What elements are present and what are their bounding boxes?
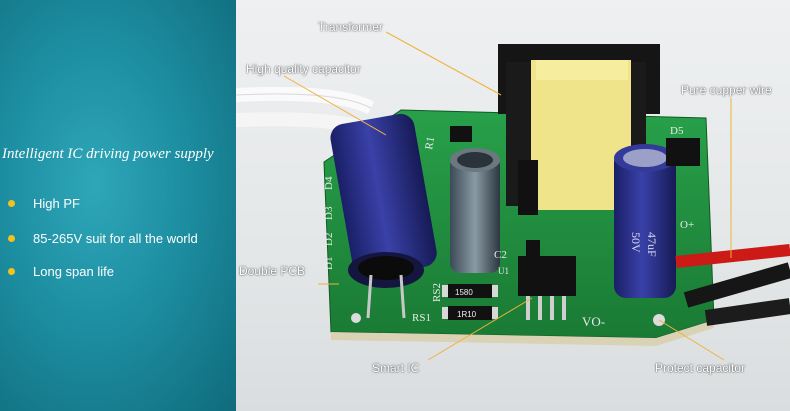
output-wire-black [704, 298, 790, 326]
silk-d1: D1 [323, 257, 335, 270]
callout-capacitor: High quality capacitor [246, 62, 361, 76]
callout-smart-ic: Smart IC [372, 361, 420, 375]
capacitor-rating: 50V [629, 232, 643, 253]
product-photo: D5 R1 D4 D3 D2 D1 C2 U1 RS2 RS1 VO- O+ 1… [236, 0, 790, 411]
resistor-code: 1R10 [457, 310, 477, 319]
resistor-code: 1580 [455, 288, 473, 297]
silk-d5: D5 [670, 125, 684, 137]
smd-resistor [448, 306, 492, 320]
leader-line [283, 75, 387, 136]
output-wire-red [675, 244, 790, 268]
electrolytic-capacitor-small [450, 148, 500, 273]
callout-pcb: Double PCB [239, 264, 306, 278]
silk-r1: R1 [423, 136, 437, 151]
feature-panel: Intelligent IC driving power supply High… [0, 0, 236, 411]
diode-d5 [666, 138, 700, 166]
protect-capacitor [614, 144, 676, 298]
silk-d2: D2 [323, 233, 335, 246]
feature-item-voltage: 85-265V suit for all the world [8, 231, 198, 246]
smd-resistor [448, 284, 492, 298]
silk-u1: U1 [498, 266, 509, 276]
output-wire-black [683, 262, 790, 308]
feature-item-high-pf: High PF [8, 196, 80, 211]
bullet-icon [8, 235, 15, 243]
silk-rs2: RS2 [431, 283, 443, 302]
silk-d4: D4 [323, 176, 335, 190]
silk-vo-plus: O+ [680, 219, 694, 231]
feature-label: High PF [33, 196, 80, 211]
leader-line [385, 31, 502, 96]
silk-vo-minus: VO- [582, 314, 605, 329]
leader-line [427, 297, 533, 361]
feature-label: Long span life [33, 264, 114, 279]
silk-rs1: RS1 [412, 312, 431, 324]
feature-label: 85-265V suit for all the world [33, 231, 198, 246]
transformer [498, 44, 660, 215]
callout-protect-capacitor: Protect capacitor [655, 361, 746, 375]
electrolytic-capacitor-large [330, 113, 437, 319]
feature-item-lifespan: Long span life [8, 264, 114, 279]
leader-line [658, 319, 725, 361]
callout-transformer: Transformer [318, 20, 383, 34]
silk-c2: C2 [494, 249, 507, 261]
smart-ic-chip [518, 240, 576, 320]
callout-copper-wire: Pure cupper wire [681, 83, 772, 97]
bullet-icon [8, 200, 15, 208]
driver-board-illustration: D5 R1 D4 D3 D2 D1 C2 U1 RS2 RS1 VO- O+ 1… [236, 31, 790, 361]
silk-d3: D3 [323, 206, 335, 220]
product-tagline: Intelligent IC driving power supply [2, 146, 214, 162]
capacitor-rating: 47uF [645, 232, 659, 257]
bullet-icon [8, 268, 15, 276]
